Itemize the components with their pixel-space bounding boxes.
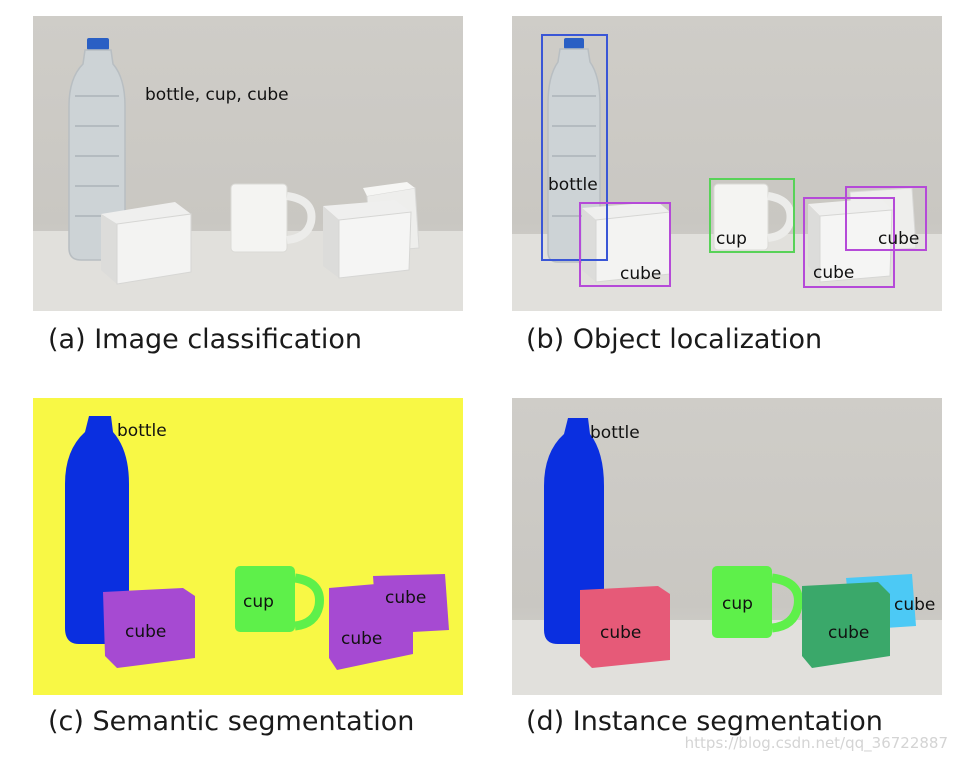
label-cube-right: cube [828, 623, 869, 643]
cube-icon [103, 588, 195, 668]
label-cup: cup [243, 592, 274, 612]
label-cube-left: cube [125, 622, 166, 642]
panel-object-localization: bottle cube cup cube cube [512, 16, 942, 311]
label-cube-left: cube [600, 623, 641, 643]
caption-c: (c) Semantic segmentation [48, 706, 415, 737]
bbox-cube-left [579, 202, 671, 287]
classification-tags: bottle, cup, cube [145, 85, 289, 105]
panel-instance-segmentation: bottle cube cup cube cube [512, 398, 942, 695]
bbox-cup [709, 178, 795, 253]
caption-d: (d) Instance segmentation [526, 706, 883, 737]
label-bottle: bottle [548, 175, 598, 195]
cube-icon [101, 202, 192, 285]
caption-b: (b) Object localization [526, 324, 823, 355]
label-cup: cup [716, 229, 747, 249]
bbox-bottle [541, 34, 608, 261]
label-cube-back: cube [894, 595, 935, 615]
label-cube-back: cube [385, 588, 426, 608]
label-cup: cup [722, 594, 753, 614]
cup-icon [712, 566, 803, 638]
bbox-cube-right [803, 197, 895, 288]
cup-icon [230, 183, 316, 253]
watermark: https://blog.csdn.net/qq_36722887 [684, 734, 948, 752]
mask-semantic: bottle cube cup cube cube [33, 398, 463, 695]
label-cube-right: cube [813, 263, 854, 283]
cube-icon [808, 198, 893, 283]
caption-a: (a) Image classification [48, 324, 362, 355]
bottle-icon [65, 416, 129, 644]
label-bottle: bottle [117, 421, 167, 441]
bbox-cube-back [845, 186, 927, 251]
label-cube-back: cube [878, 229, 919, 249]
photo-localization: bottle cube cup cube cube [512, 16, 942, 311]
mask-instance: bottle cube cup cube cube [512, 398, 942, 695]
cube-icon [329, 582, 413, 670]
photo-classification: bottle, cup, cube [33, 16, 463, 311]
label-cube-left: cube [620, 264, 661, 284]
cube-icon [323, 200, 412, 279]
bottle-icon [544, 418, 604, 644]
label-bottle: bottle [590, 423, 640, 443]
cube-icon [580, 586, 670, 668]
panel-image-classification: bottle, cup, cube [33, 16, 463, 311]
cup-icon [235, 566, 324, 632]
cup-icon [713, 183, 795, 251]
cube-icon [802, 582, 890, 668]
panel-semantic-segmentation: bottle cube cup cube cube [33, 398, 463, 695]
label-cube-right: cube [341, 629, 382, 649]
cube-icon [582, 202, 671, 283]
